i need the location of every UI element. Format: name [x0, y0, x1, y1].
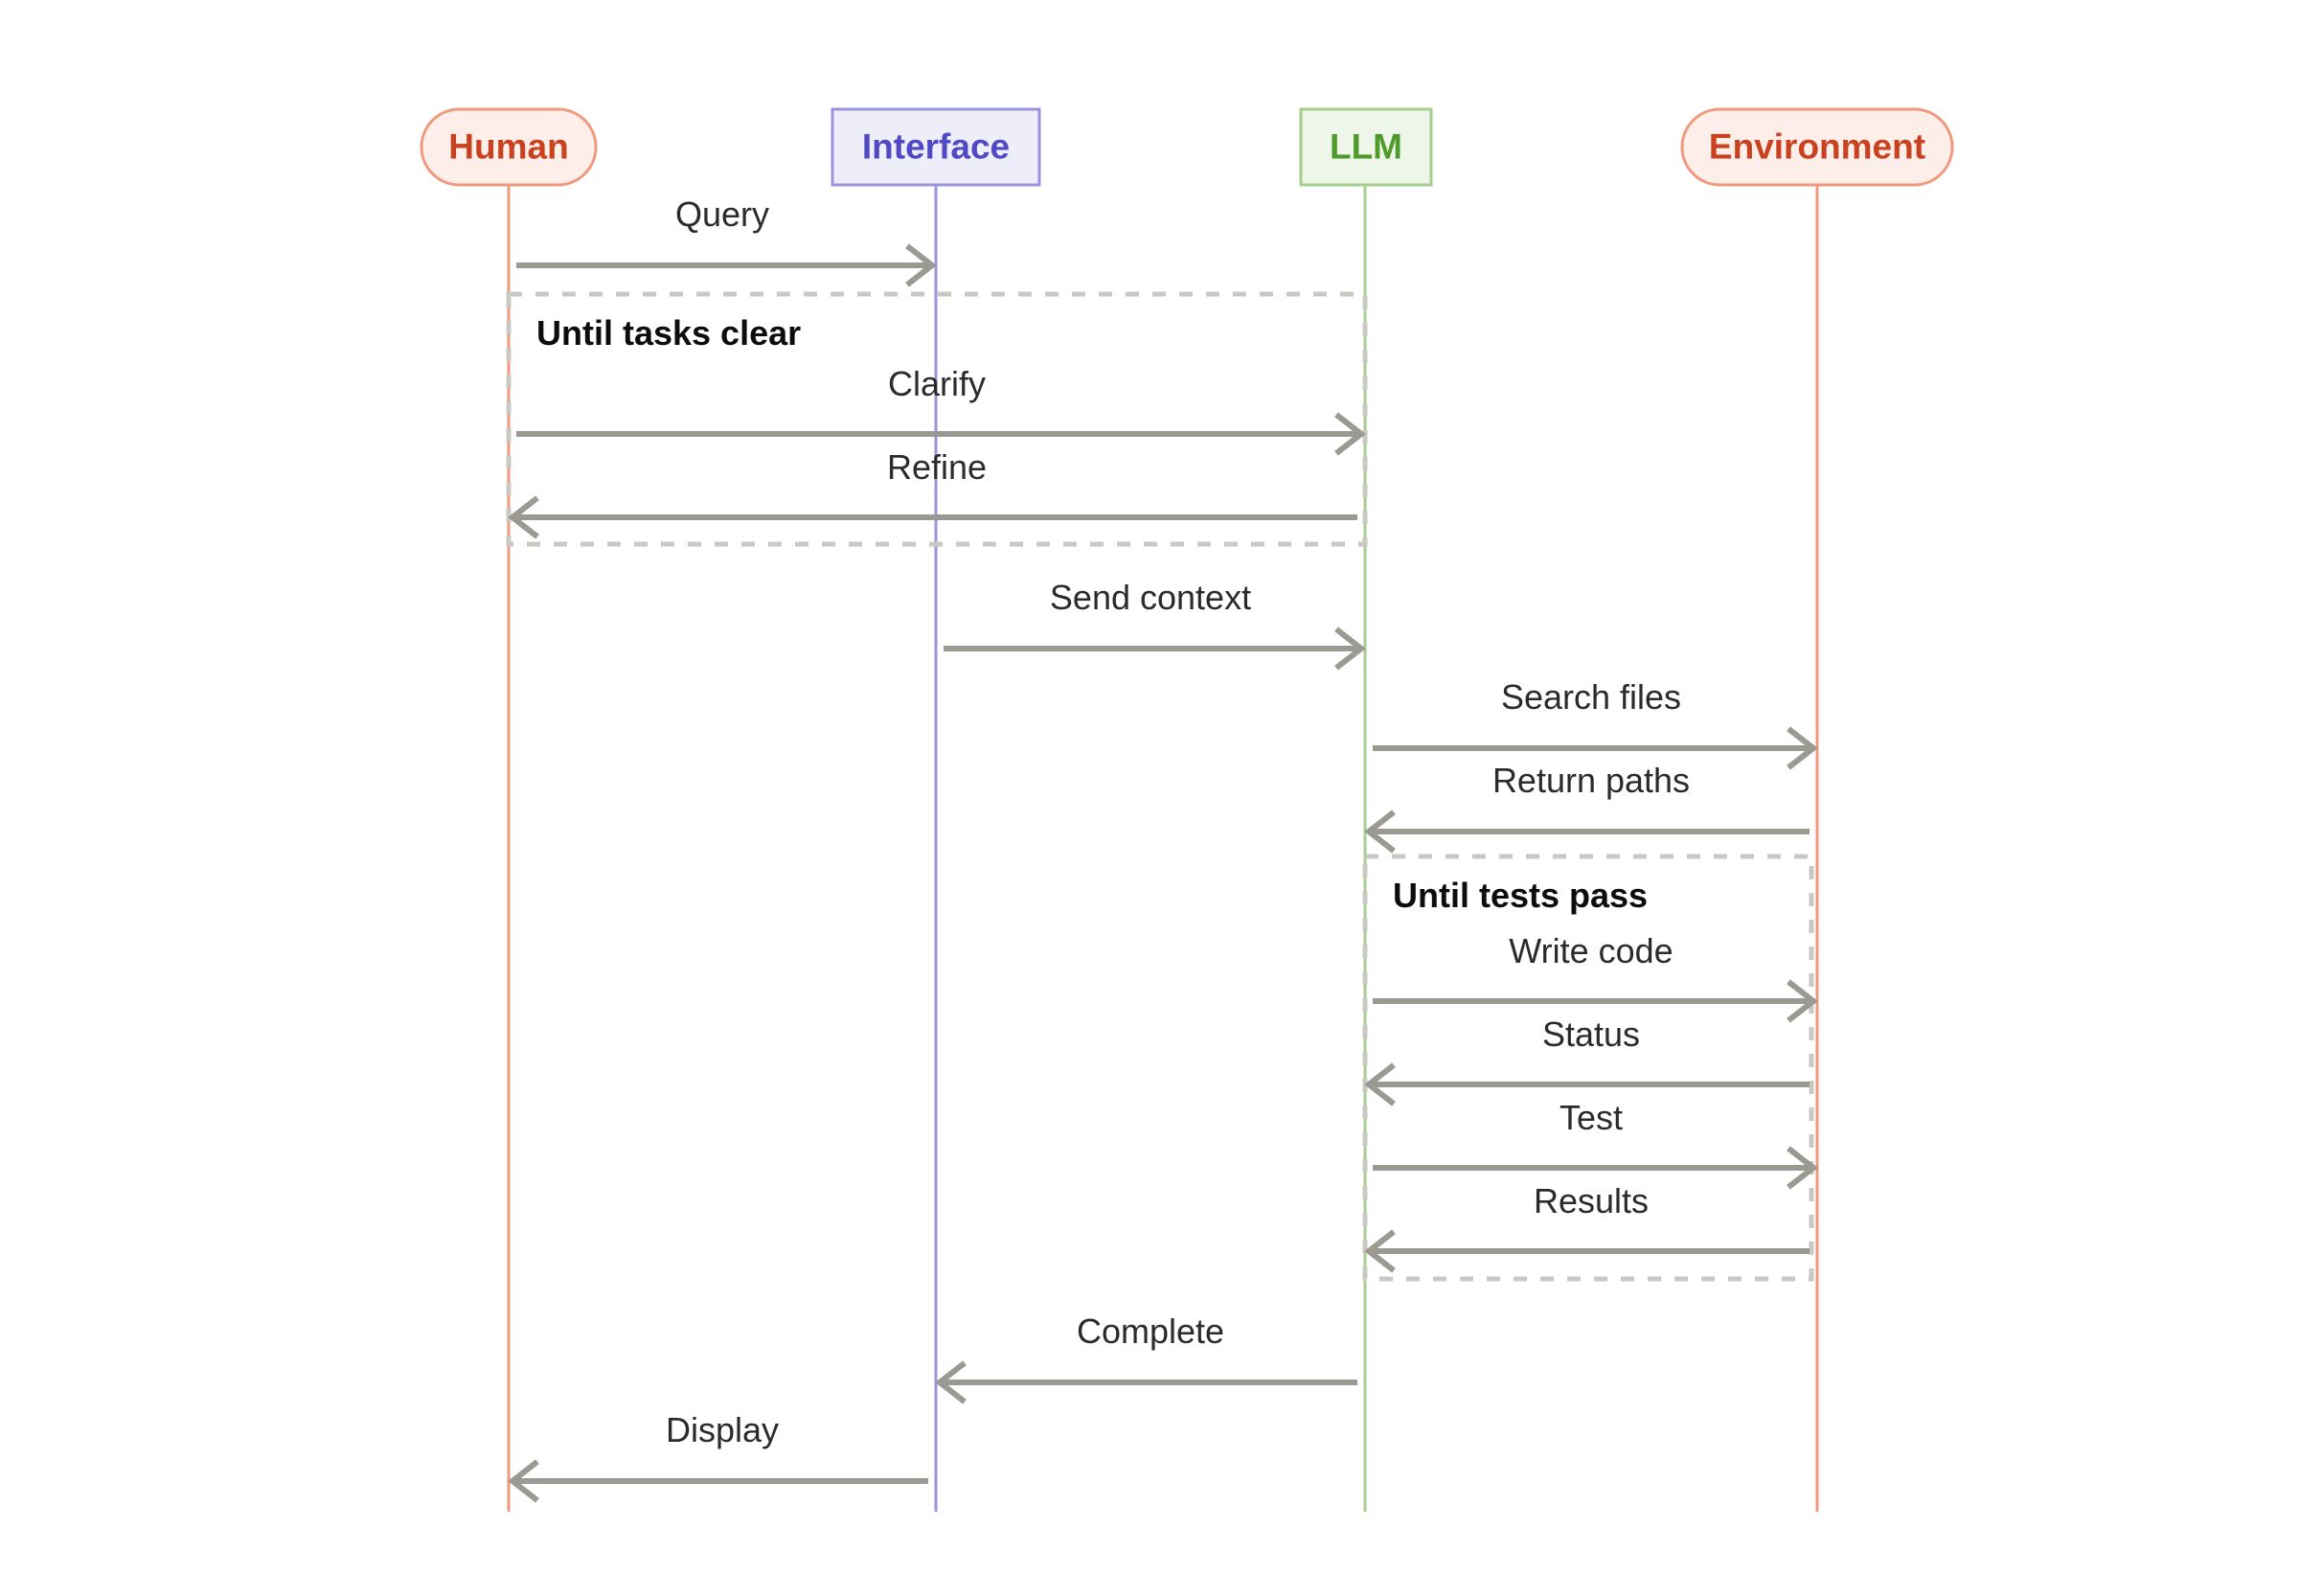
message-arrowhead-m9	[1787, 1146, 1818, 1190]
message-arrowhead-m5	[1787, 726, 1818, 770]
message-label-m11: Complete	[1077, 1311, 1224, 1351]
message-m5: Search files	[1373, 677, 1818, 770]
participant-box-interface[interactable]	[831, 107, 1041, 187]
message-arrowhead-m12	[508, 1459, 539, 1503]
message-arrowhead-m10	[1364, 1229, 1396, 1273]
message-label-m6: Return paths	[1492, 761, 1690, 800]
message-label-m10: Results	[1534, 1181, 1649, 1220]
message-m3: Refine	[508, 447, 1357, 539]
message-label-m5: Search files	[1501, 677, 1681, 717]
message-label-m4: Send context	[1050, 578, 1251, 617]
loop-title-loop-tasks-clear: Until tasks clear	[536, 313, 801, 353]
message-arrowhead-m1	[905, 243, 937, 287]
loop-block-loop-tests-pass	[1362, 854, 1814, 1282]
message-m4: Send context	[944, 578, 1366, 671]
message-arrowhead-m6	[1364, 809, 1396, 854]
participant-label-environment: Environment	[1709, 126, 1925, 166]
participant-environment[interactable]: Environment	[1680, 107, 1954, 187]
message-m12: Display	[508, 1410, 928, 1503]
message-arrowhead-m11	[935, 1360, 967, 1404]
participant-interface[interactable]: Interface	[831, 107, 1041, 187]
message-m1: Query	[516, 194, 937, 287]
message-m8: Status	[1364, 1015, 1810, 1106]
message-label-m3: Refine	[887, 447, 987, 487]
message-m7: Write code	[1373, 931, 1818, 1023]
message-m10: Results	[1364, 1181, 1810, 1273]
message-label-m12: Display	[666, 1410, 779, 1449]
message-m11: Complete	[935, 1311, 1357, 1404]
participant-label-human: Human	[448, 126, 568, 166]
message-label-m8: Status	[1542, 1015, 1640, 1054]
message-label-m1: Query	[675, 194, 769, 234]
message-arrowhead-m8	[1364, 1062, 1396, 1106]
participant-box-human[interactable]	[420, 107, 598, 187]
message-m2: Clarify	[516, 364, 1366, 456]
message-arrowhead-m7	[1787, 979, 1818, 1023]
message-m9: Test	[1373, 1098, 1818, 1190]
participant-label-interface: Interface	[862, 126, 1010, 166]
participant-label-llm: LLM	[1330, 126, 1402, 166]
message-label-m2: Clarify	[888, 364, 986, 403]
participant-box-environment[interactable]	[1680, 107, 1954, 187]
loop-title-loop-tests-pass: Until tests pass	[1393, 876, 1648, 915]
participant-human[interactable]: Human	[420, 107, 598, 187]
participant-llm[interactable]: LLM	[1299, 107, 1433, 187]
message-arrowhead-m4	[1334, 627, 1366, 671]
message-m6: Return paths	[1364, 761, 1810, 854]
participant-nodes-layer: Human Interface LLM Environment	[420, 107, 1954, 187]
message-arrowhead-m2	[1334, 412, 1366, 456]
message-label-m9: Test	[1559, 1098, 1623, 1137]
message-arrowhead-m3	[508, 495, 539, 539]
message-label-m7: Write code	[1509, 931, 1673, 970]
participant-box-llm[interactable]	[1299, 107, 1433, 187]
loop-block-loop-tasks-clear	[506, 291, 1368, 547]
